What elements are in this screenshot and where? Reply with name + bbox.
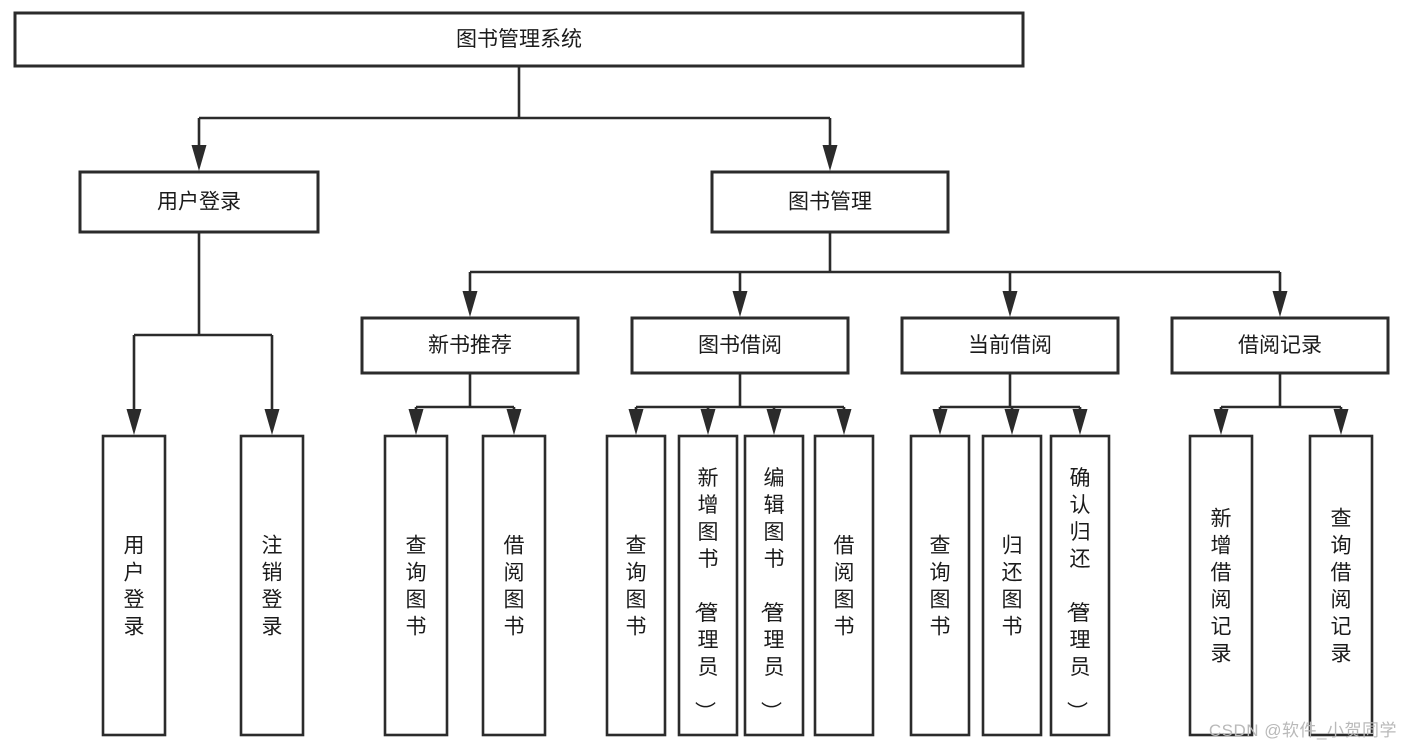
node-leaf-edit-book-label: 编辑图书（管理员） xyxy=(759,467,785,722)
node-leaf-query-book-3[interactable]: 查询图书 xyxy=(909,434,971,737)
connectors-layer xyxy=(126,66,1349,435)
node-new-book-recommend-box xyxy=(360,316,580,375)
node-new-book-recommend-label: 新书推荐 xyxy=(428,334,512,357)
node-leaf-return-book-label: 归还图书 xyxy=(1002,535,1023,639)
node-book-management[interactable]: 图书管理 xyxy=(710,170,950,234)
node-leaf-query-book-1[interactable]: 查询图书 xyxy=(383,434,449,737)
node-borrow-record-box xyxy=(1170,316,1390,375)
node-borrow-record-label: 借阅记录 xyxy=(1238,334,1322,357)
node-leaf-edit-book-box xyxy=(743,434,805,737)
arrow-head-icon xyxy=(1333,409,1349,435)
node-borrow-record[interactable]: 借阅记录 xyxy=(1170,316,1390,375)
node-leaf-query-record-label: 查询借阅记录 xyxy=(1331,508,1352,666)
arrow-head-icon xyxy=(822,145,838,171)
arrow-head-icon xyxy=(1072,409,1088,435)
arrow-head-icon xyxy=(700,409,716,435)
node-book-borrow-label: 图书借阅 xyxy=(698,334,782,357)
arrow-head-icon xyxy=(126,409,142,435)
arrow-head-icon xyxy=(264,409,280,435)
node-leaf-logout-login[interactable]: 注销登录 xyxy=(239,434,305,737)
node-leaf-borrow-book-2[interactable]: 借阅图书 xyxy=(813,434,875,737)
node-leaf-query-book-1-box xyxy=(383,434,449,737)
arrow-head-icon xyxy=(506,409,522,435)
node-leaf-confirm-return[interactable]: 确认归还（管理员） xyxy=(1049,434,1111,737)
node-root-book-management-system-box xyxy=(13,11,1025,68)
node-leaf-logout-login-box xyxy=(239,434,305,737)
node-leaf-edit-book[interactable]: 编辑图书（管理员） xyxy=(743,434,805,737)
node-leaf-borrow-book-2-label: 借阅图书 xyxy=(834,535,855,639)
arrow-head-icon xyxy=(191,145,207,171)
arrow-head-icon xyxy=(1213,409,1229,435)
node-leaf-add-book-box xyxy=(677,434,739,737)
arrow-head-icon xyxy=(932,409,948,435)
node-leaf-borrow-book-1-box xyxy=(481,434,547,737)
node-leaf-query-record-box xyxy=(1308,434,1374,737)
node-root-book-management-system[interactable]: 图书管理系统 xyxy=(13,11,1025,68)
nodes-layer: 图书管理系统用户登录图书管理新书推荐图书借阅当前借阅借阅记录用户登录注销登录查询… xyxy=(13,11,1390,737)
node-leaf-add-record-box xyxy=(1188,434,1254,737)
node-book-borrow-box xyxy=(630,316,850,375)
node-leaf-user-login-label: 用户登录 xyxy=(124,535,145,639)
node-current-borrow-box xyxy=(900,316,1120,375)
arrow-head-icon xyxy=(766,409,782,435)
node-leaf-user-login[interactable]: 用户登录 xyxy=(101,434,167,737)
node-book-borrow[interactable]: 图书借阅 xyxy=(630,316,850,375)
node-leaf-add-record[interactable]: 新增借阅记录 xyxy=(1188,434,1254,737)
node-current-borrow-label: 当前借阅 xyxy=(968,334,1052,357)
node-leaf-confirm-return-box xyxy=(1049,434,1111,737)
node-leaf-add-book[interactable]: 新增图书（管理员） xyxy=(677,434,739,737)
arrow-head-icon xyxy=(628,409,644,435)
arrow-head-icon xyxy=(1272,291,1288,317)
node-leaf-user-login-box xyxy=(101,434,167,737)
node-leaf-borrow-book-1-label: 借阅图书 xyxy=(504,535,525,639)
node-leaf-borrow-book-1[interactable]: 借阅图书 xyxy=(481,434,547,737)
node-leaf-logout-login-label: 注销登录 xyxy=(262,535,283,639)
node-leaf-query-book-2[interactable]: 查询图书 xyxy=(605,434,667,737)
node-new-book-recommend[interactable]: 新书推荐 xyxy=(360,316,580,375)
node-user-login[interactable]: 用户登录 xyxy=(78,170,320,234)
node-book-management-label: 图书管理 xyxy=(788,191,872,214)
arrow-head-icon xyxy=(462,291,478,317)
node-book-management-box xyxy=(710,170,950,234)
arrow-head-icon xyxy=(408,409,424,435)
node-leaf-query-book-3-box xyxy=(909,434,971,737)
node-leaf-borrow-book-2-box xyxy=(813,434,875,737)
node-leaf-add-book-label: 新增图书（管理员） xyxy=(693,467,719,722)
node-user-login-label: 用户登录 xyxy=(157,191,241,214)
node-leaf-query-book-1-label: 查询图书 xyxy=(406,535,427,639)
node-current-borrow[interactable]: 当前借阅 xyxy=(900,316,1120,375)
node-leaf-query-book-2-box xyxy=(605,434,667,737)
arrow-head-icon xyxy=(732,291,748,317)
csdn-watermark: CSDN @软件_小贺同学 xyxy=(1208,721,1397,740)
node-leaf-return-book-box xyxy=(981,434,1043,737)
arrow-head-icon xyxy=(836,409,852,435)
node-leaf-query-record[interactable]: 查询借阅记录 xyxy=(1308,434,1374,737)
node-user-login-box xyxy=(78,170,320,234)
node-root-book-management-system-label: 图书管理系统 xyxy=(456,28,582,51)
node-leaf-query-book-3-label: 查询图书 xyxy=(930,535,951,639)
node-leaf-return-book[interactable]: 归还图书 xyxy=(981,434,1043,737)
arrow-head-icon xyxy=(1004,409,1020,435)
node-leaf-confirm-return-label: 确认归还（管理员） xyxy=(1065,467,1091,722)
node-leaf-add-record-label: 新增借阅记录 xyxy=(1211,508,1232,666)
node-leaf-query-book-2-label: 查询图书 xyxy=(626,535,647,639)
arrow-head-icon xyxy=(1002,291,1018,317)
